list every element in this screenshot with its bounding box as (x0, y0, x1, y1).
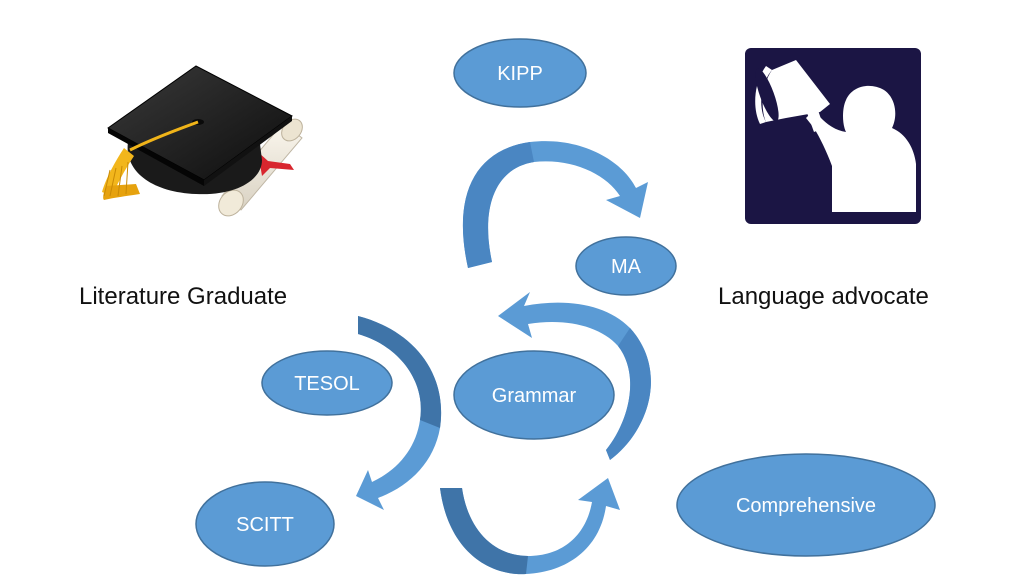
node-grammar: Grammar (453, 350, 615, 440)
node-grammar-label: Grammar (492, 385, 577, 407)
arrow-kipp-to-ma (462, 141, 648, 268)
node-kipp-label: KIPP (497, 63, 543, 85)
node-comprehensive: Comprehensive (676, 453, 936, 557)
node-ma: MA (575, 236, 677, 296)
graduation-cap-icon (102, 65, 303, 217)
arrow-comprehensive-to-ma (498, 292, 651, 460)
node-ma-label: MA (611, 256, 642, 278)
language-advocate-label: Language advocate (718, 283, 929, 310)
node-kipp: KIPP (453, 38, 587, 108)
node-comprehensive-label: Comprehensive (736, 495, 876, 517)
node-tesol: TESOL (261, 350, 393, 416)
node-scitt-label: SCITT (236, 514, 294, 536)
node-tesol-label: TESOL (294, 373, 360, 395)
arrow-scitt-to-comprehensive (440, 478, 620, 575)
arrow-literature-to-scitt (356, 316, 442, 510)
literature-graduate-label: Literature Graduate (79, 283, 288, 310)
node-scitt: SCITT (195, 481, 335, 567)
megaphone-person-icon (745, 48, 921, 224)
